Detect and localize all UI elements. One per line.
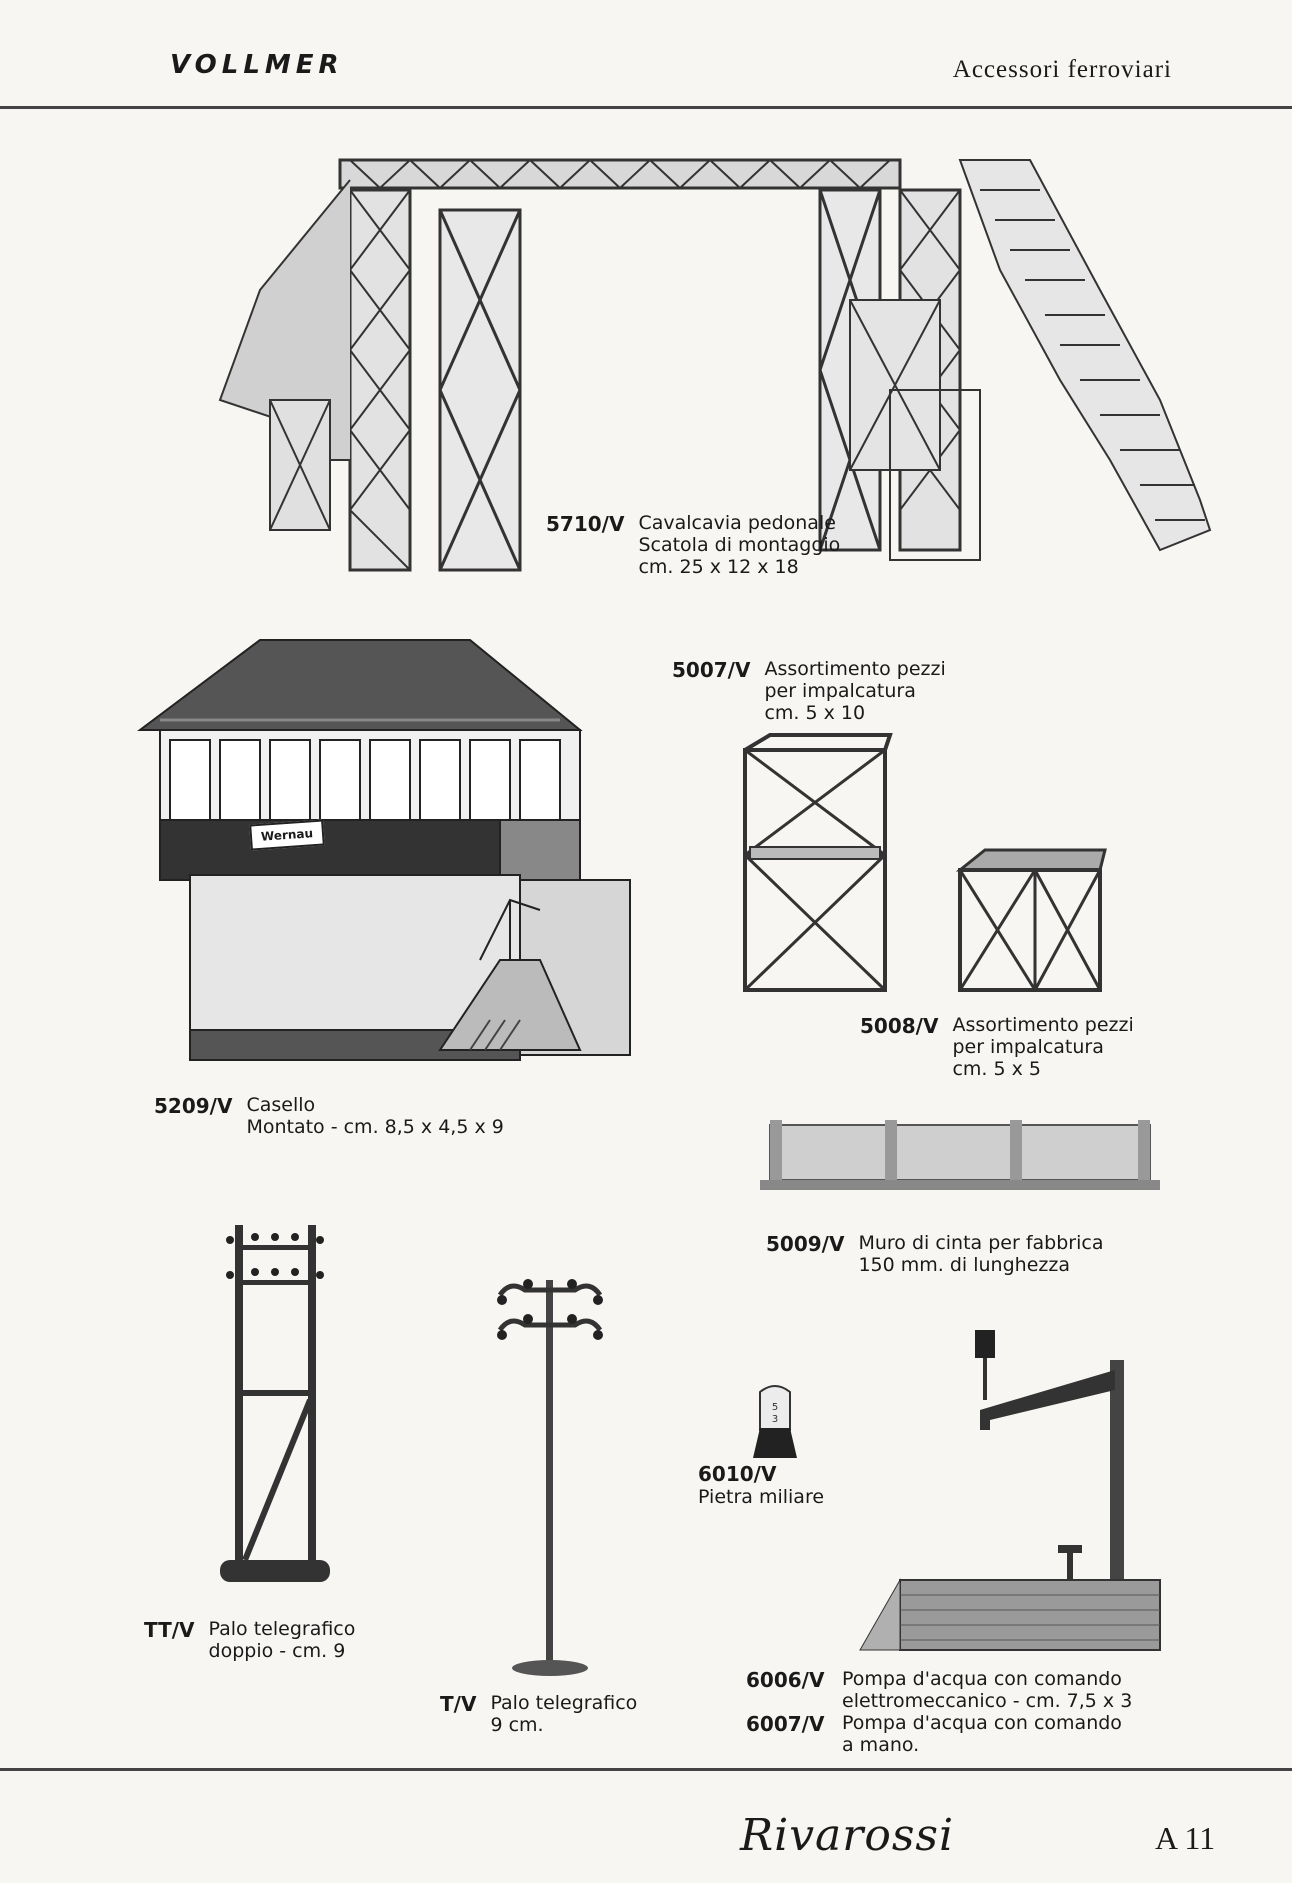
item-desc-line: cm. 5 x 10 [764, 702, 866, 724]
item-desc-line: Assortimento pezzi [764, 658, 946, 680]
item-desc-line: 9 cm. [490, 1714, 544, 1736]
item-desc-line: Palo telegrafico [490, 1692, 638, 1714]
item-code: 6007/V [746, 1712, 825, 1736]
page-number: A 11 [1155, 1820, 1216, 1856]
header-rule [0, 106, 1292, 109]
caption-5209: 5209/V Casello Montato - cm. 8,5 x 4,5 x… [154, 1094, 504, 1138]
caption-6006: 6006/V Pompa d'acqua con comando elettro… [746, 1668, 1132, 1712]
item-desc-line: Cavalcavia pedonale [638, 512, 836, 534]
caption-6006-6007: 6006/V Pompa d'acqua con comando elettro… [746, 1668, 1132, 1756]
item-code: 5008/V [860, 1014, 939, 1038]
item-desc-line: cm. 5 x 5 [952, 1058, 1041, 1080]
item-desc-line: per impalcatura [764, 680, 916, 702]
item-desc-line: Muro di cinta per fabbrica [858, 1232, 1104, 1254]
item-desc-line: Scatola di montaggio [638, 534, 841, 556]
item-desc-line: elettromeccanico - cm. 7,5 x 3 [842, 1690, 1133, 1712]
caption-T: T/V Palo telegrafico 9 cm. [440, 1692, 637, 1736]
signal-box-sign: Wernau [249, 819, 325, 851]
item-desc-line: cm. 25 x 12 x 18 [638, 556, 799, 578]
rivarossi-logo: Rivarossi [740, 1810, 955, 1861]
item-desc-line: a mano. [842, 1734, 920, 1756]
item-code: T/V [440, 1692, 477, 1716]
scaffolding-tall-illustration [743, 733, 893, 992]
caption-5710: 5710/V Cavalcavia pedonale Scatola di mo… [546, 512, 840, 578]
caption-6010: 6010/V Pietra miliare [698, 1462, 824, 1508]
item-code: 5009/V [766, 1232, 845, 1256]
item-code: 6010/V [698, 1462, 777, 1486]
item-code: 5007/V [672, 658, 751, 682]
caption-5008: 5008/V Assortimento pezzi per impalcatur… [860, 1014, 1134, 1080]
signal-box-illustration [137, 639, 631, 1061]
item-desc-line: Pompa d'acqua con comando [842, 1712, 1122, 1734]
double-telegraph-pole-illustration [220, 1225, 330, 1582]
caption-5007: 5007/V Assortimento pezzi per impalcatur… [672, 658, 946, 724]
svg-text:5: 5 [772, 1402, 778, 1413]
item-code: 6006/V [746, 1668, 825, 1692]
footer-rule [0, 1768, 1292, 1771]
caption-6007: 6007/V Pompa d'acqua con comando a mano. [746, 1712, 1132, 1756]
item-desc-line: Casello [246, 1094, 316, 1116]
brand-title: VOLLMER [170, 50, 344, 80]
item-desc-line: Pietra miliare [698, 1486, 825, 1508]
water-pump-illustration [859, 1330, 1161, 1651]
svg-text:3: 3 [772, 1414, 778, 1425]
footbridge-illustration [218, 158, 1212, 572]
item-desc-line: per impalcatura [952, 1036, 1104, 1058]
factory-wall-illustration [760, 1120, 1160, 1190]
item-code: 5209/V [154, 1094, 233, 1118]
item-desc-line: Assortimento pezzi [952, 1014, 1134, 1036]
scaffolding-short-illustration [955, 848, 1107, 992]
section-title: Accessori ferroviari [952, 56, 1172, 83]
telegraph-pole-illustration [497, 1279, 603, 1676]
item-desc-line: 150 mm. di lunghezza [858, 1254, 1070, 1276]
caption-TT: TT/V Palo telegrafico doppio - cm. 9 [144, 1618, 355, 1662]
item-code: TT/V [144, 1618, 195, 1642]
caption-5009: 5009/V Muro di cinta per fabbrica 150 mm… [766, 1232, 1103, 1276]
item-desc-line: Montato - cm. 8,5 x 4,5 x 9 [246, 1116, 504, 1138]
milestone-illustration: 5 3 [753, 1385, 797, 1458]
item-desc-line: Pompa d'acqua con comando [842, 1668, 1122, 1690]
item-desc-line: Palo telegrafico [208, 1618, 356, 1640]
item-desc-line: doppio - cm. 9 [208, 1640, 346, 1662]
item-code: 5710/V [546, 512, 625, 536]
